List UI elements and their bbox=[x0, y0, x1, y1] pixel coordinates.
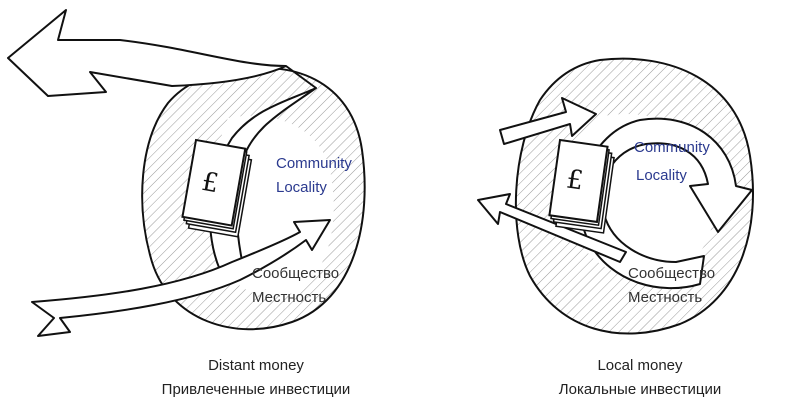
pound-note-stack-icon: £ bbox=[548, 138, 615, 234]
label-locality-en-right: Locality bbox=[636, 167, 687, 184]
pound-note-stack-icon: £ bbox=[181, 138, 253, 238]
leak-in-arrow bbox=[499, 97, 597, 145]
caption-distant-money-en: Distant money bbox=[208, 357, 304, 374]
label-locality-ru-left: Местность bbox=[252, 289, 326, 306]
label-community-en-right: Community bbox=[634, 139, 710, 156]
label-locality-ru-right: Местность bbox=[628, 289, 702, 306]
caption-local-money-en: Local money bbox=[597, 357, 683, 374]
caption-local-money-ru: Локальные инвестиции bbox=[559, 381, 721, 398]
label-community-ru-left: Сообщество bbox=[252, 265, 339, 282]
label-community-ru-right: Сообщество bbox=[628, 265, 715, 282]
leak-out-arrow bbox=[477, 193, 627, 263]
inflow-arrow bbox=[31, 219, 331, 337]
pound-symbol-left: £ bbox=[199, 167, 221, 199]
caption-distant-money-ru: Привлеченные инвестиции bbox=[162, 381, 351, 398]
local-money-panel: £ Community Locality Сообщество Местност… bbox=[477, 57, 754, 398]
distant-money-panel: £ Community Locality Сообщество Местност… bbox=[7, 9, 366, 398]
label-community-en-left: Community bbox=[276, 155, 352, 172]
pound-symbol-right: £ bbox=[565, 164, 586, 196]
label-locality-en-left: Locality bbox=[276, 179, 327, 196]
